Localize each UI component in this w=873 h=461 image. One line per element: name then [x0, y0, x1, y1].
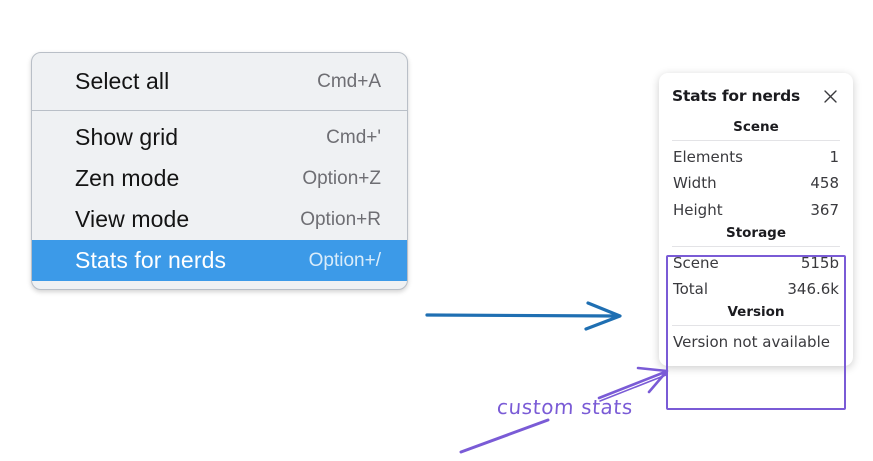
menu-item-label: Select all — [75, 68, 170, 94]
menu-item-shortcut: Option+/ — [308, 249, 381, 271]
stat-value: 458 — [810, 174, 839, 193]
stat-row: Height 367 — [672, 197, 840, 223]
menu-item-select-all[interactable]: Select all Cmd+A — [32, 61, 407, 102]
stat-value: 1 — [829, 148, 839, 166]
stat-key: Scene — [673, 253, 719, 272]
panel-title: Stats for nerds — [672, 87, 801, 105]
arrow-right-icon — [425, 301, 622, 331]
menu-item-zen-mode[interactable]: Zen mode Option+Z — [32, 158, 407, 199]
menu-item-label: Stats for nerds — [75, 247, 227, 273]
context-menu[interactable]: Select all Cmd+A Show grid Cmd+' Zen mod… — [31, 52, 408, 290]
panel-header: Stats for nerds — [672, 87, 840, 105]
menu-item-label: Show grid — [75, 124, 179, 150]
menu-group-1: Select all Cmd+A — [32, 53, 407, 110]
section-rule — [672, 140, 840, 141]
stat-key: Total — [673, 280, 709, 298]
stat-row: Total 346.6k — [672, 276, 840, 302]
section-heading: Storage — [725, 224, 787, 241]
stat-key: Height — [673, 200, 723, 219]
menu-group-2: Show grid Cmd+' Zen mode Option+Z View m… — [32, 111, 407, 289]
section-rule — [672, 325, 840, 327]
menu-item-label: Zen mode — [75, 165, 180, 191]
underline-stroke — [459, 418, 550, 454]
section-heading: Scene — [733, 119, 779, 135]
stat-value: 515b — [800, 253, 839, 272]
version-note: Version not available — [673, 333, 830, 352]
menu-item-shortcut: Cmd+A — [317, 70, 381, 92]
menu-item-show-grid[interactable]: Show grid Cmd+' — [32, 117, 407, 158]
menu-item-label: View mode — [75, 206, 190, 232]
section-heading: Version — [727, 304, 785, 321]
menu-item-shortcut: Cmd+' — [326, 126, 381, 148]
section-rule — [672, 245, 840, 247]
stat-key: Elements — [673, 148, 743, 166]
stat-key: Width — [673, 174, 717, 193]
stat-row: Width 458 — [672, 170, 840, 196]
handwritten-note: custom stats — [496, 395, 634, 419]
close-icon[interactable] — [823, 89, 838, 104]
stats-section-storage: Storage Scene 515b Total 346.6k — [672, 223, 840, 303]
stat-value: 367 — [810, 200, 839, 219]
stat-row: Scene 515b — [672, 250, 840, 276]
menu-item-view-mode[interactable]: View mode Option+R — [32, 199, 407, 240]
stats-section-version: Version Version not available — [672, 302, 840, 353]
menu-item-stats-for-nerds[interactable]: Stats for nerds Option+/ — [32, 240, 407, 281]
menu-divider — [32, 110, 407, 111]
menu-item-shortcut: Option+R — [300, 208, 381, 230]
stats-for-nerds-panel: Stats for nerds Scene Elements 1 Width 4… — [659, 73, 853, 367]
stat-row: Elements 1 — [672, 144, 840, 170]
stats-section-scene: Scene Elements 1 Width 458 Height 367 — [672, 117, 840, 223]
menu-item-shortcut: Option+Z — [302, 167, 381, 189]
stat-value: 346.6k — [787, 280, 839, 298]
